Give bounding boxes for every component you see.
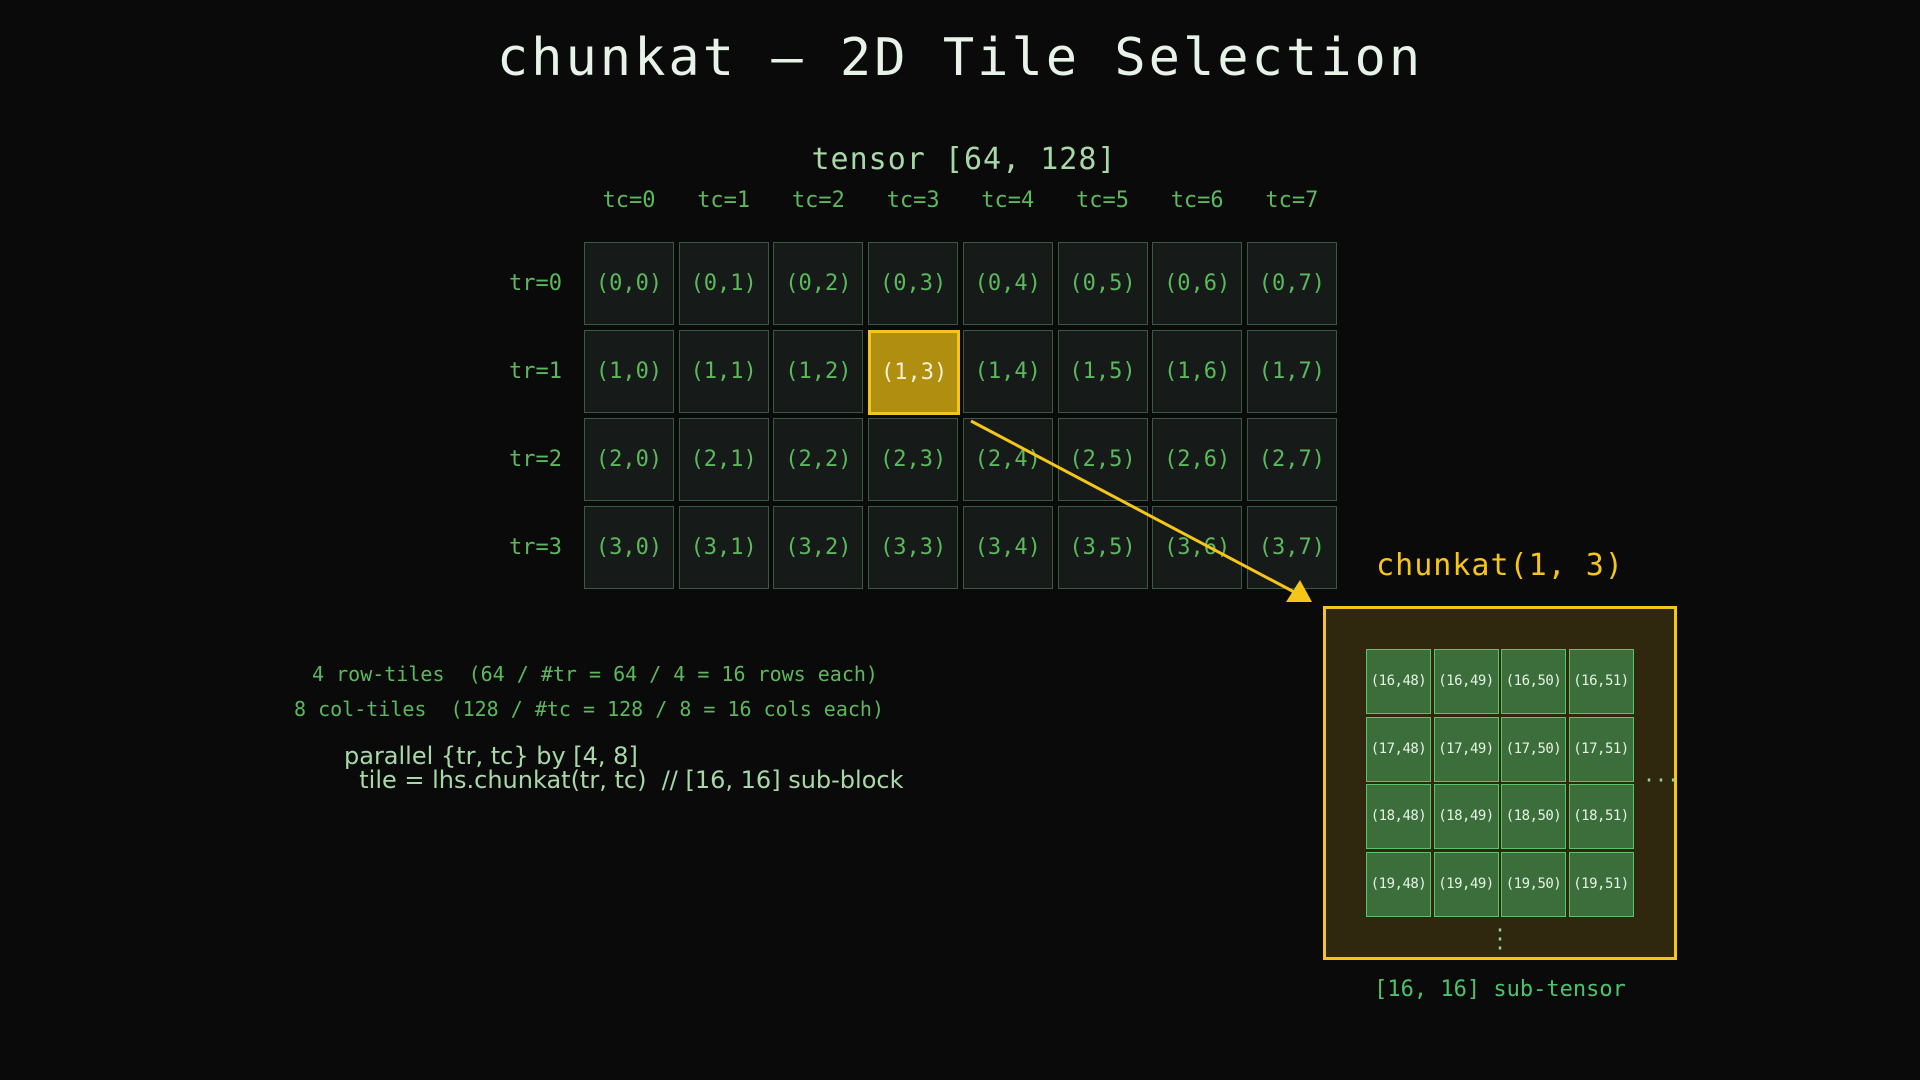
tile: (0,1) <box>678 242 769 325</box>
column-label: tc=6 <box>1170 188 1224 213</box>
col-tiles-note: 8 col-tiles (128 / #tc = 128 / 8 = 16 co… <box>294 697 885 721</box>
code-line-2: tile = lhs.chunkat(tr, tc) // [16, 16] s… <box>344 766 904 794</box>
horizontal-ellipsis-icon: ··· <box>1643 768 1680 792</box>
tile: (2,2) <box>773 418 864 501</box>
tensor-label: tensor [64, 128] <box>811 142 1117 177</box>
sub-tensor-element: (19,51) <box>1568 851 1634 917</box>
tile: (3,6) <box>1152 506 1243 589</box>
tile: (1,6) <box>1152 330 1243 413</box>
tile: (0,6) <box>1152 242 1243 325</box>
sub-tensor-element: (18,51) <box>1568 784 1634 849</box>
tile: (1,7) <box>1246 330 1337 413</box>
tile: (2,4) <box>962 418 1053 501</box>
tile: (1,5) <box>1057 330 1148 413</box>
tile: (3,5) <box>1057 506 1148 589</box>
column-label: tc=1 <box>697 188 751 213</box>
sub-tensor-element: (16,51) <box>1568 649 1634 714</box>
tile: (2,5) <box>1057 418 1148 501</box>
selected-tile: (1,3) <box>868 330 961 415</box>
tile: (2,0) <box>584 418 674 501</box>
column-label: tc=4 <box>981 188 1035 213</box>
sub-tensor-element: (18,50) <box>1501 784 1566 849</box>
tile: (3,4) <box>962 506 1053 589</box>
tile: (0,4) <box>962 242 1053 325</box>
code-line-1: parallel {tr, tc} by [4, 8] <box>344 742 638 770</box>
tile: (0,7) <box>1246 242 1337 325</box>
sub-tensor-element: (19,50) <box>1501 851 1566 917</box>
sub-tensor-element: (18,48) <box>1366 784 1431 849</box>
tile: (3,1) <box>678 506 769 589</box>
tile: (0,5) <box>1057 242 1148 325</box>
sub-tensor-element: (17,50) <box>1501 716 1566 782</box>
tile: (1,4) <box>962 330 1053 413</box>
row-label: tr=1 <box>509 359 562 384</box>
diagram-title: chunkat — 2D Tile Selection <box>496 28 1424 88</box>
column-label: tc=5 <box>1076 188 1129 213</box>
vertical-ellipsis-icon: ··· <box>1493 918 1507 960</box>
tile: (2,1) <box>678 418 769 501</box>
sub-tensor-element: (16,49) <box>1433 649 1499 714</box>
row-label: tr=0 <box>509 271 562 296</box>
tile: (1,0) <box>584 330 674 413</box>
sub-tensor-element: (19,48) <box>1366 851 1431 917</box>
tile: (3,2) <box>773 506 864 589</box>
sub-tensor-element: (16,50) <box>1501 649 1566 714</box>
tile: (1,2) <box>773 330 864 413</box>
sub-tensor-element: (19,49) <box>1433 851 1499 917</box>
row-label: tr=2 <box>509 447 562 472</box>
sub-tensor-element: (16,48) <box>1366 649 1431 714</box>
sub-tensor-element: (17,48) <box>1366 716 1431 782</box>
sub-tensor-caption: [16, 16] sub-tensor <box>1374 977 1626 1002</box>
column-label: tc=7 <box>1265 188 1319 213</box>
tile: (0,0) <box>584 242 674 325</box>
tile: (0,3) <box>868 242 959 325</box>
tile: (2,7) <box>1246 418 1337 501</box>
row-tiles-note: 4 row-tiles (64 / #tr = 64 / 4 = 16 rows… <box>300 662 878 686</box>
column-label: tc=0 <box>602 188 656 213</box>
tile: (2,6) <box>1152 418 1243 501</box>
sub-tensor-element: (17,51) <box>1568 716 1634 782</box>
sub-tensor-element: (18,49) <box>1433 784 1499 849</box>
sub-tensor-element: (17,49) <box>1433 716 1499 782</box>
chunkat-label: chunkat(1, 3) <box>1376 548 1624 583</box>
tile: (3,0) <box>584 506 674 589</box>
column-label: tc=3 <box>886 188 940 213</box>
tile: (3,3) <box>868 506 959 589</box>
tile: (1,1) <box>678 330 769 413</box>
tile: (0,2) <box>773 242 864 325</box>
row-label: tr=3 <box>509 535 562 560</box>
column-label: tc=2 <box>791 188 845 213</box>
tile: (2,3) <box>868 418 959 501</box>
